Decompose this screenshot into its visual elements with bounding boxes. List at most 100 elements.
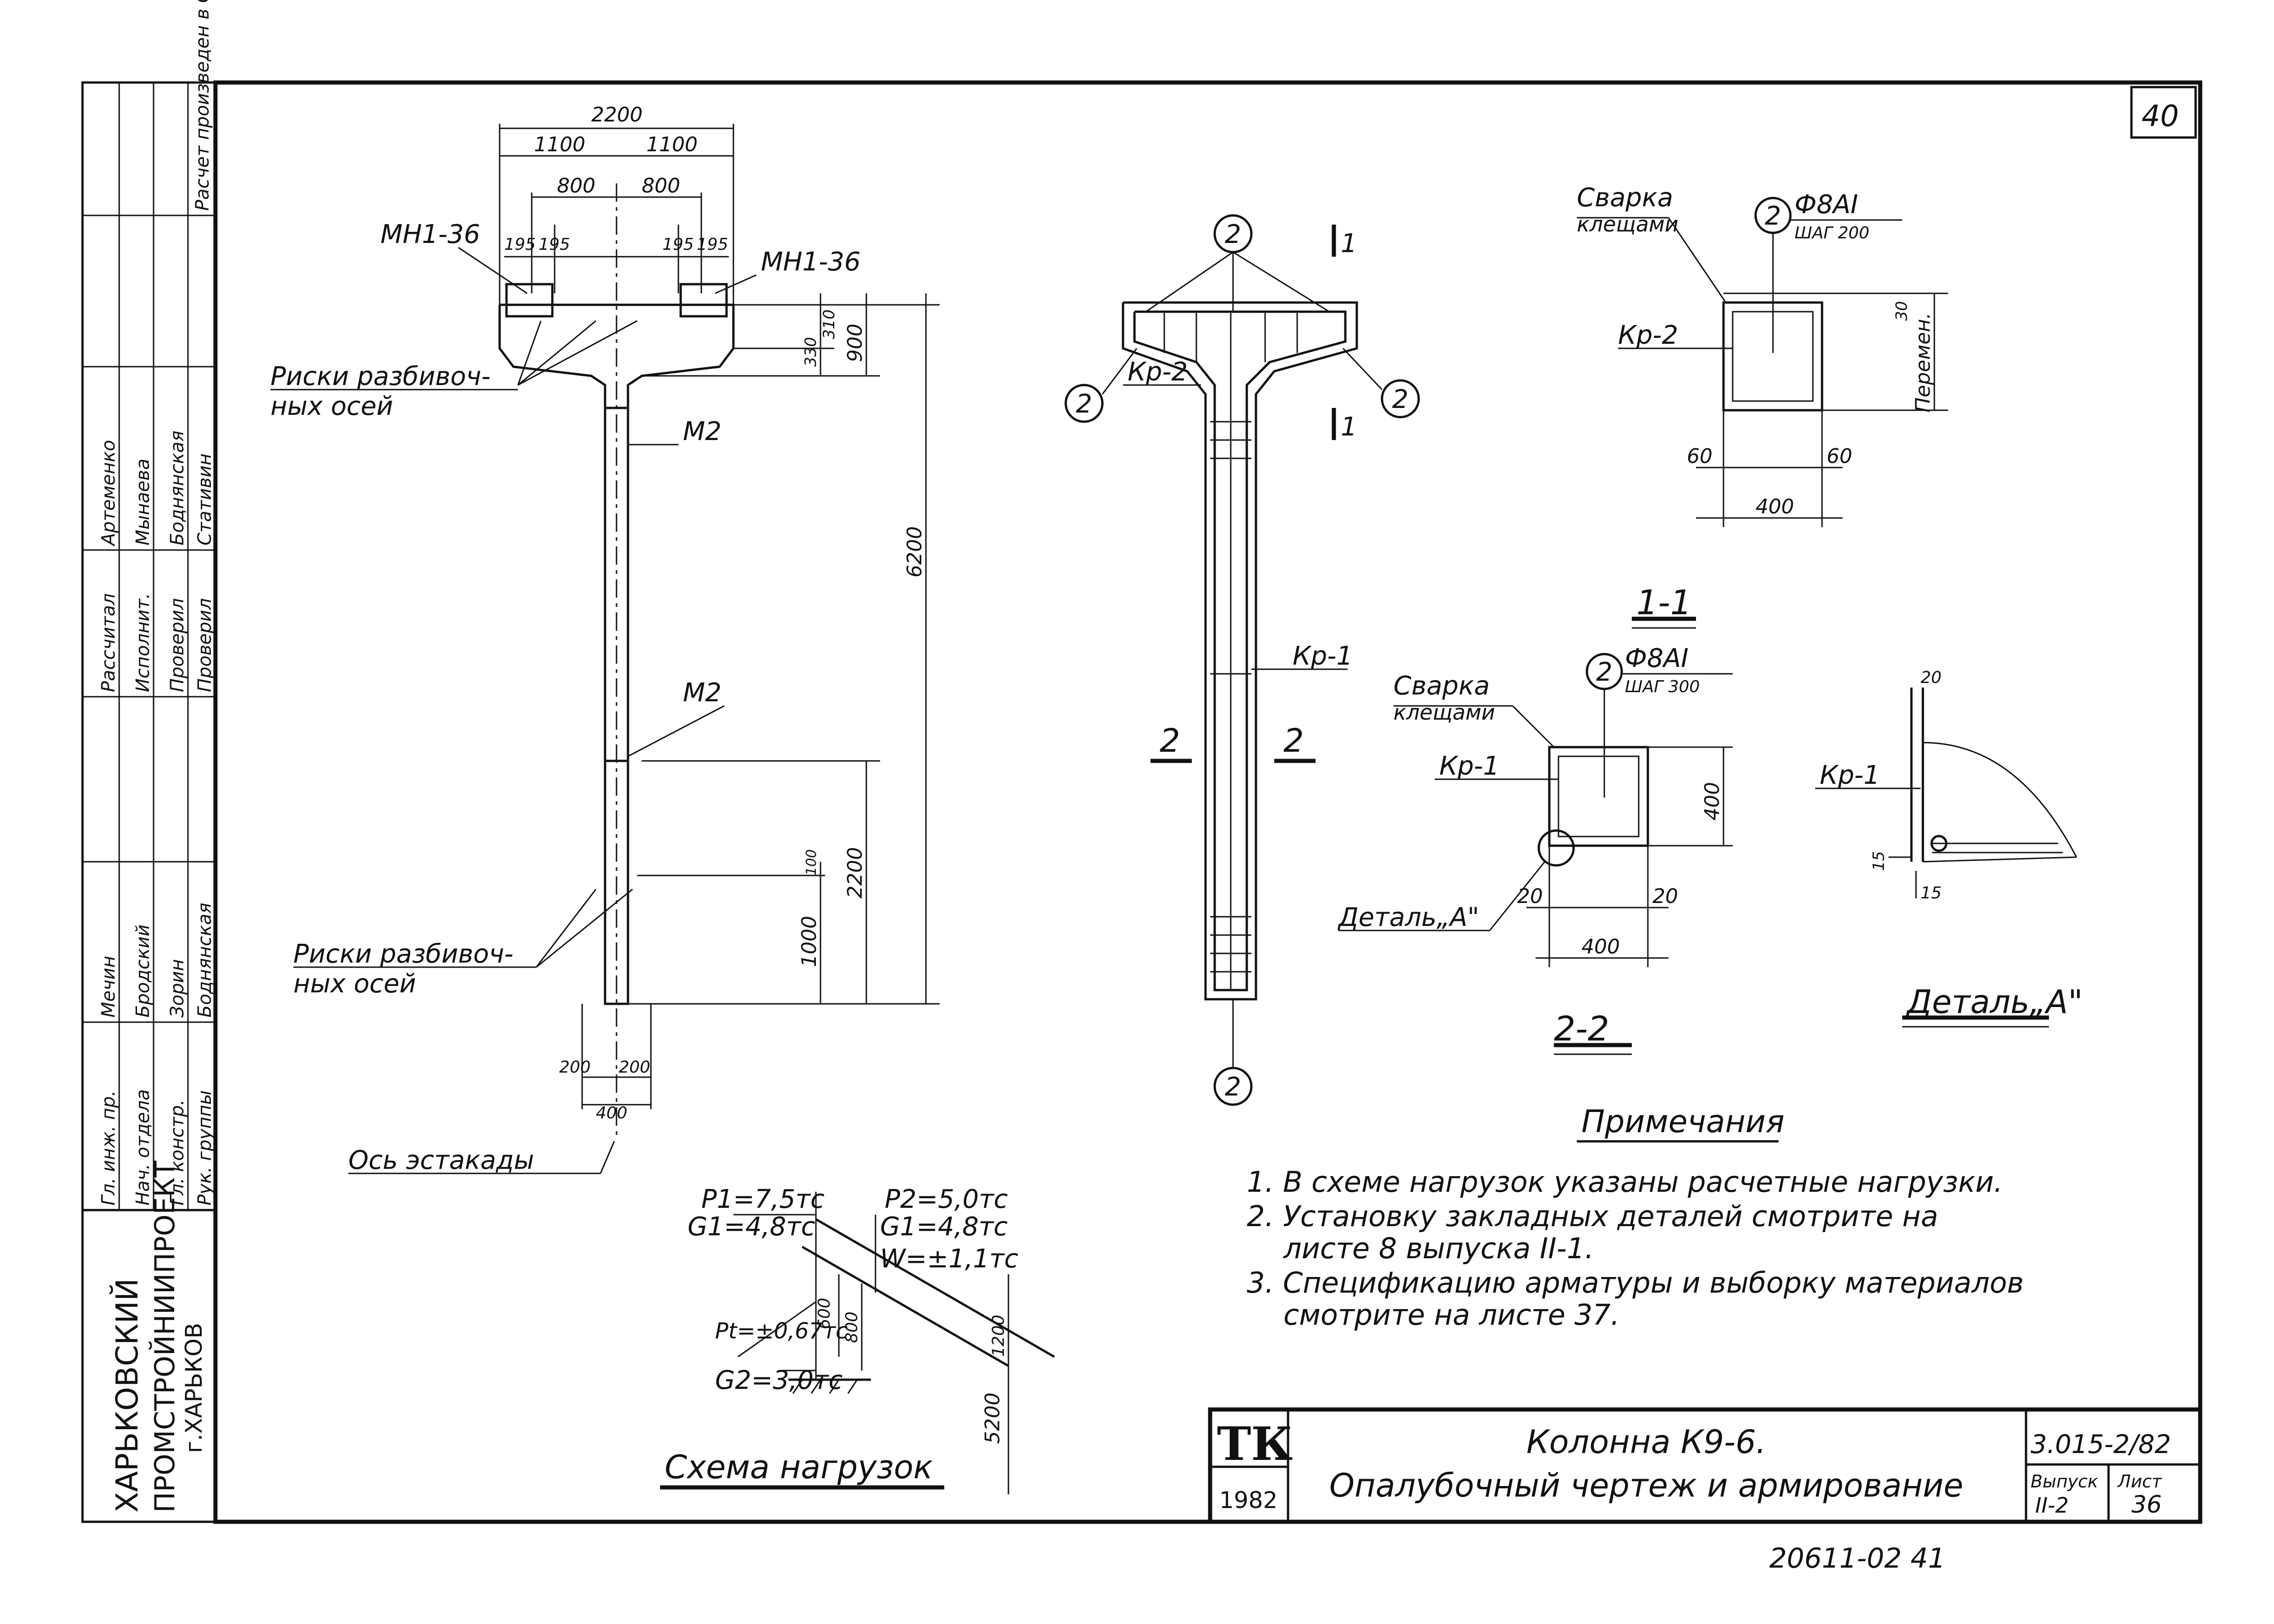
load-scheme-title: Схема нагрузок — [665, 1448, 933, 1486]
drawing-frame — [213, 80, 2202, 1524]
dim-1100-left: 1100 — [534, 133, 585, 156]
dim-1000: 1000 — [798, 916, 821, 967]
risk-bottom-line2: ных осей — [293, 969, 416, 999]
sec22-step: ШАГ 300 — [1625, 677, 1700, 696]
sec22-welding-1: Сварка — [1393, 671, 1490, 701]
load-p1: P1=7,5тс — [701, 1184, 825, 1214]
dim-195-3: 195 — [662, 235, 694, 254]
stamp-role-1: Нач. отдела — [132, 1089, 154, 1206]
section-mark-1-top: 1 — [1341, 229, 1357, 259]
section-1-1 — [1577, 197, 1948, 629]
load-scheme — [660, 1192, 1055, 1494]
left-stamp — [83, 83, 215, 1211]
dim-400-bottom: 400 — [596, 1104, 628, 1123]
dim-800-right: 800 — [642, 174, 680, 198]
title-line1: Колонна К9-6. — [1526, 1423, 1766, 1461]
rebar-kr2: Кр-2 — [1128, 357, 1188, 387]
label-m2-mid: М2 — [683, 678, 721, 708]
org-line-2: ПРОМСТРОЙНИИПРОЕКТ — [148, 1161, 181, 1513]
risk-top-line1: Риски разбивоч- — [270, 362, 490, 391]
sec11-dim-30: 30 — [1893, 301, 1911, 321]
dim-900: 900 — [843, 324, 867, 362]
dim-195-4: 195 — [697, 235, 728, 254]
outer-frame — [81, 81, 2202, 1523]
load-g1-left: G1=4,8тс — [688, 1212, 815, 1242]
title-line2: Опалубочный чертеж и армирование — [1329, 1467, 1963, 1504]
load-pt: Pt=±0,67тс — [715, 1318, 848, 1344]
dim-1100-right: 1100 — [646, 133, 698, 156]
stamp-top-note: Расчет произведен в ОМИТРЕ по программе … — [192, 0, 213, 211]
note-2: 2. Установку закладных деталей смотрите … — [1247, 1200, 1938, 1233]
dim-195-1: 195 — [504, 235, 536, 254]
stamp-role-3: Рук. группы — [194, 1090, 215, 1206]
sec11-mark: 2 — [1765, 201, 1781, 231]
section-2-2 — [1338, 653, 1733, 1055]
dim-310: 310 — [820, 309, 838, 339]
sheet-number-box — [2130, 86, 2197, 139]
load-p2: P2=5,0тс — [885, 1184, 1008, 1214]
sec22-mark: 2 — [1596, 657, 1613, 687]
label-mn-right: МН1-36 — [761, 247, 861, 277]
note-1: 1. В схеме нагрузок указаны расчетные на… — [1247, 1165, 2003, 1199]
stamp-name1-1: Бродский — [132, 925, 154, 1018]
detail-a-dim-20: 20 — [1921, 668, 1942, 687]
tk-logo: ТК — [1217, 1417, 1293, 1471]
sec11-dim-60-right: 60 — [1827, 445, 1852, 468]
note-3: 3. Спецификацию арматуры и выборку матер… — [1247, 1266, 2024, 1299]
rebar-view — [1064, 214, 1420, 1106]
note-3-cont: смотрите на листе 37. — [1283, 1298, 1619, 1332]
title-issue-label: Выпуск — [2031, 1471, 2098, 1492]
rebar-mark-right: 2 — [1392, 385, 1409, 414]
stamp-name1-4: Боднянская — [194, 903, 215, 1018]
sec11-dim-400: 400 — [1756, 495, 1794, 518]
organization-block: ХАРЬКОВСКИЙ — [109, 1278, 145, 1513]
stamp-role2-1: Исполнит. — [132, 593, 154, 692]
stamp-role-2: Гл. констр. — [167, 1100, 188, 1206]
label-m2-top: М2 — [683, 417, 721, 446]
org-line-1: ХАРЬКОВСКИЙ — [109, 1278, 145, 1513]
title-year: 1982 — [1219, 1487, 1277, 1514]
dim-2200: 2200 — [591, 103, 643, 127]
stamp-name1-2: Зорин — [167, 959, 188, 1018]
sec11-welding-2: клещами — [1577, 212, 1679, 237]
sec11-bar: Ф8АI — [1795, 190, 1858, 220]
sec11-welding-1: Сварка — [1577, 183, 1673, 213]
rebar-mark-left: 2 — [1076, 389, 1092, 419]
dim-200-left: 200 — [559, 1058, 591, 1077]
stamp-name2-0: Артеменко — [98, 440, 119, 547]
stamp-name2-2: Боднянская — [167, 430, 188, 545]
detail-a-title: Деталь„А" — [1905, 983, 2083, 1021]
stamp-role2-0: Рассчитал — [98, 593, 119, 692]
load-w: W=±1,1тс — [880, 1244, 1019, 1274]
sec11-dim-60-left: 60 — [1687, 445, 1712, 468]
archive-number: 20611-02 41 — [1769, 1542, 1945, 1574]
axis-label: Ось эстакады — [348, 1145, 534, 1175]
section-mark-2-left: 2 — [1160, 722, 1180, 760]
sec22-dim-20-left: 20 — [1517, 885, 1543, 908]
stamp-name1-0: Мечин — [98, 956, 119, 1018]
sec11-title: 1-1 — [1636, 583, 1692, 622]
load-g2: G2=3,0тс — [715, 1365, 843, 1395]
notes-title: Примечания — [1581, 1104, 1784, 1140]
column-elevation — [270, 124, 940, 1174]
stamp-role2-2: Проверил — [167, 598, 188, 692]
dim-6200: 6200 — [903, 526, 926, 578]
detail-a-kr: Кр-1 — [1820, 760, 1880, 790]
sec22-title: 2-2 — [1554, 1009, 1609, 1049]
load-dim-800: 800 — [842, 1311, 861, 1343]
detail-a-dim-15-v: 15 — [1870, 851, 1888, 871]
dim-100: 100 — [804, 849, 820, 875]
load-g1-right: G1=4,8тс — [880, 1212, 1008, 1242]
sec22-dim-400-h: 400 — [1581, 935, 1620, 958]
stamp-role2-3: Проверил — [194, 598, 215, 692]
dim-200-right: 200 — [619, 1058, 650, 1077]
stamp-top-text: Расчет произведен в ОМИТРЕ по программе … — [192, 0, 213, 211]
section-mark-2-right: 2 — [1283, 722, 1304, 760]
title-block — [1208, 1407, 2202, 1524]
rebar-kr1: Кр-1 — [1293, 641, 1353, 671]
detail-a — [1815, 688, 2077, 1028]
title-sheet: 36 — [2131, 1491, 2162, 1519]
section-mark-1-bottom: 1 — [1341, 412, 1357, 442]
dim-800-left: 800 — [557, 174, 595, 198]
detail-a-dim-15-h: 15 — [1921, 884, 1942, 903]
